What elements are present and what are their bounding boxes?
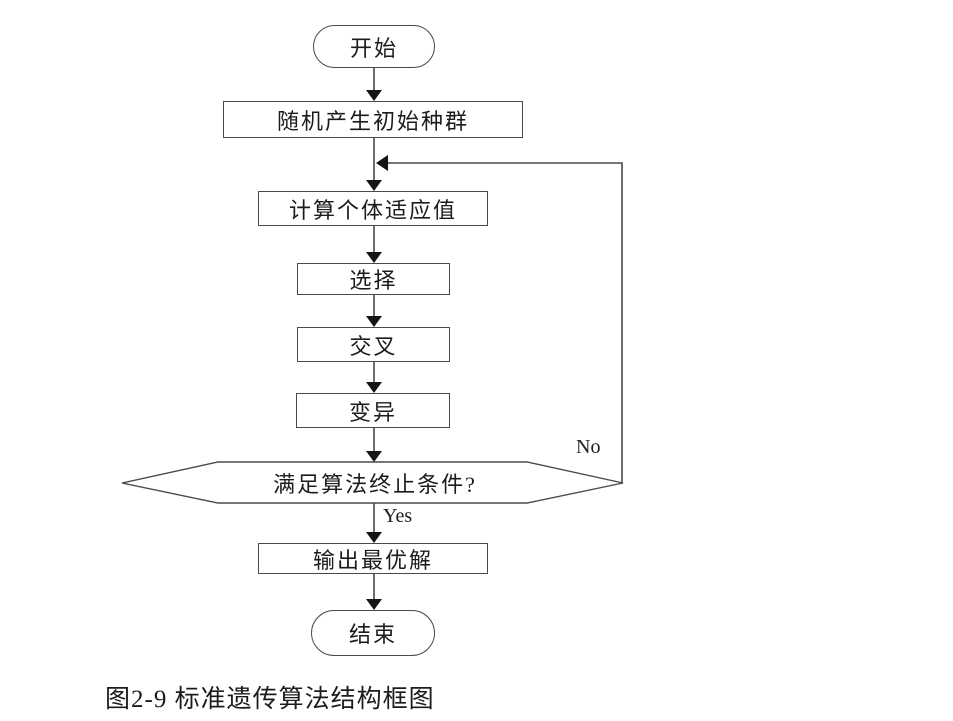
edge-decision-no-loopback	[376, 155, 623, 483]
node-decision-label: 满足算法终止条件?	[273, 471, 477, 497]
node-selection: 选择	[297, 263, 450, 295]
edge-selection-to-crossover	[366, 295, 382, 327]
edge-label-yes: Yes	[383, 505, 413, 527]
edge-label-no: No	[576, 436, 601, 458]
node-output-best-solution: 输出最优解	[258, 543, 488, 574]
edge-crossover-to-mutation	[366, 362, 382, 393]
node-compute-fitness: 计算个体适应值	[258, 191, 488, 226]
edge-mutation-to-decision	[366, 428, 382, 462]
node-mutation: 变异	[296, 393, 450, 428]
node-crossover: 交叉	[297, 327, 450, 362]
node-decision-shape	[121, 461, 624, 504]
figure-caption: 图2-9 标准遗传算法结构框图	[105, 686, 435, 713]
node-end: 结束	[311, 610, 435, 656]
node-init-population: 随机产生初始种群	[223, 101, 523, 138]
edge-fitness-to-selection	[366, 226, 382, 263]
edge-init-to-fitness	[366, 138, 382, 191]
node-start: 开始	[313, 25, 435, 68]
edge-decision-yes-to-output	[366, 503, 382, 543]
edge-output-to-end	[366, 574, 382, 610]
edge-start-to-init	[366, 68, 382, 101]
